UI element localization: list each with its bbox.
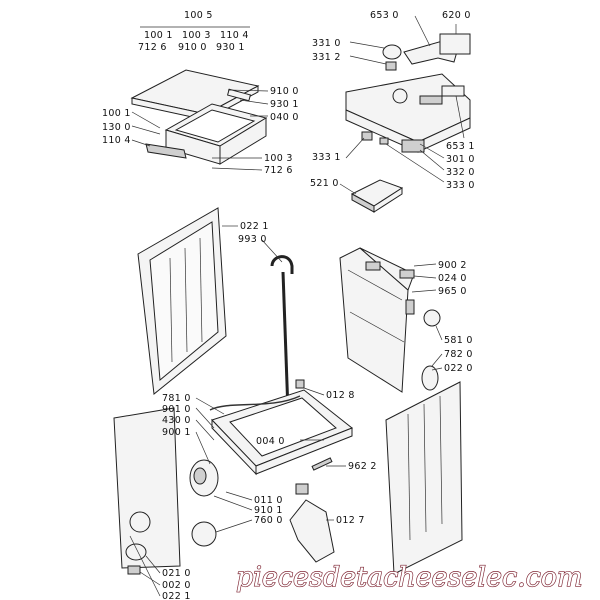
part-label-100-1a: 100 1	[144, 30, 173, 41]
front-panel-icon	[113, 407, 181, 569]
part-label-712-6b: 712 6	[264, 165, 293, 176]
part-label-040-0: 040 0	[270, 112, 299, 123]
part-label-012-8: 012 8	[326, 390, 355, 401]
part-label-910-1: 910 1	[254, 505, 283, 516]
part-label-110-4a: 110 4	[220, 30, 249, 41]
part-label-760-0: 760 0	[254, 515, 283, 526]
part-label-011-0: 011 0	[254, 495, 283, 506]
lid-icon	[130, 69, 268, 165]
part-label-653-0: 653 0	[370, 10, 399, 21]
part-label-332-0: 332 0	[446, 167, 475, 178]
pump-icon	[421, 309, 441, 391]
watermark: piecesdetacheeselec.com	[236, 562, 583, 593]
part-label-993-0: 993 0	[238, 234, 267, 245]
part-label-900-2: 900 2	[438, 260, 467, 271]
part-label-331-0: 331 0	[312, 38, 341, 49]
part-label-962-2: 962 2	[348, 461, 377, 472]
back-panel-icon	[385, 381, 463, 575]
part-label-021-0: 021 0	[162, 568, 191, 579]
part-label-781-0: 781 0	[162, 393, 191, 404]
filter-icon	[125, 459, 335, 575]
part-label-581-0: 581 0	[444, 335, 473, 346]
part-label-521-0: 521 0	[310, 178, 339, 189]
part-label-930-1a: 930 1	[216, 42, 245, 53]
base-frame-icon	[209, 379, 353, 476]
part-label-100-3b: 100 3	[264, 153, 293, 164]
part-label-653-1: 653 1	[446, 141, 475, 152]
part-label-782-0: 782 0	[444, 349, 473, 360]
cabinet-frame-icon	[339, 247, 415, 393]
leader-lines	[129, 15, 465, 597]
part-label-100-5: 100 5	[184, 10, 213, 21]
control-panel-icon	[345, 33, 471, 153]
part-label-430-0: 430 0	[162, 415, 191, 426]
part-label-900-1: 900 1	[162, 427, 191, 438]
part-label-712-6a: 712 6	[138, 42, 167, 53]
side-panel-icon	[137, 207, 227, 395]
part-label-130-0: 130 0	[102, 122, 131, 133]
part-label-301-0: 301 0	[446, 154, 475, 165]
part-label-910-0a: 910 0	[178, 42, 207, 53]
part-label-002-0: 002 0	[162, 580, 191, 591]
part-label-620-0: 620 0	[442, 10, 471, 21]
part-label-022-0: 022 0	[444, 363, 473, 374]
part-label-910-0b: 910 0	[270, 86, 299, 97]
part-label-012-7: 012 7	[336, 515, 365, 526]
part-label-022-1b: 022 1	[162, 591, 191, 600]
part-label-110-4b: 110 4	[102, 135, 131, 146]
part-label-024-0: 024 0	[438, 273, 467, 284]
part-label-004-0: 004 0	[256, 436, 285, 447]
part-label-333-1: 333 1	[312, 152, 341, 163]
part-label-901-0: 901 0	[162, 404, 191, 415]
part-label-930-1b: 930 1	[270, 99, 299, 110]
part-label-100-1b: 100 1	[102, 108, 131, 119]
part-label-333-0: 333 0	[446, 180, 475, 191]
part-label-331-2: 331 2	[312, 52, 341, 63]
part-label-965-0: 965 0	[438, 286, 467, 297]
part-label-022-1a: 022 1	[240, 221, 269, 232]
detergent-drawer-icon	[350, 179, 404, 213]
part-label-100-3a: 100 3	[182, 30, 211, 41]
